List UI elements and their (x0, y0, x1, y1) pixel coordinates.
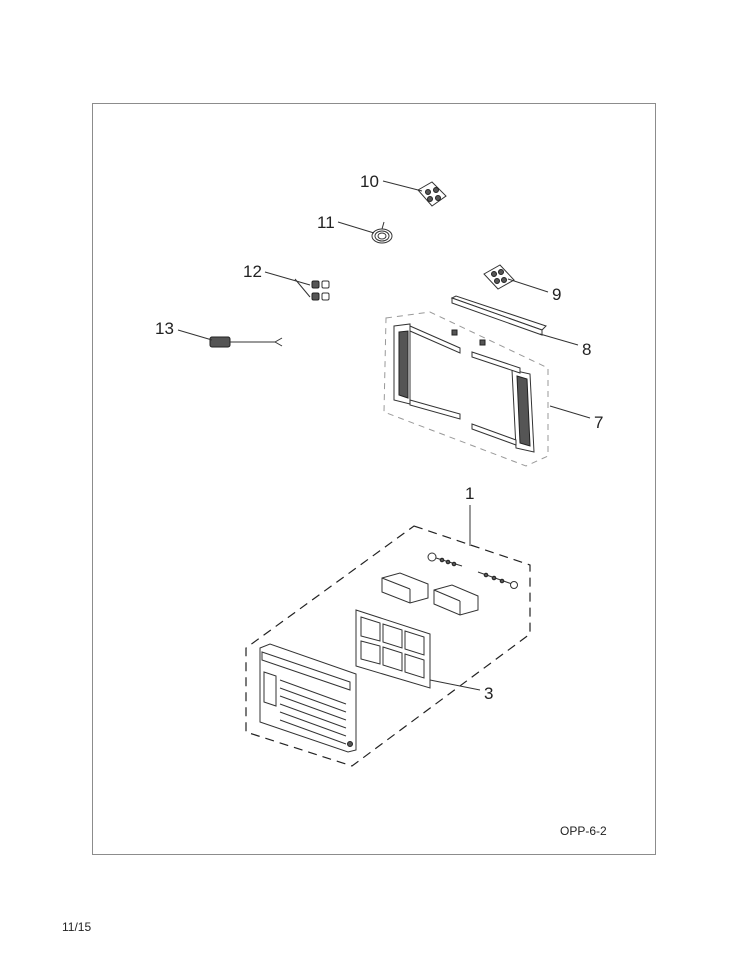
callout-12: 12 (243, 262, 262, 281)
part-13-power-cord (209, 336, 283, 348)
callout-13: 13 (155, 319, 174, 338)
part-12-clips (311, 280, 330, 301)
drawing-code: OPP-6-2 (560, 824, 607, 838)
leader-12b (294, 278, 311, 298)
leader-11 (337, 221, 375, 234)
callout-8: 8 (582, 340, 591, 359)
part-10-bracket (417, 181, 447, 207)
callout-7: 7 (594, 413, 603, 432)
callout-9: 9 (552, 285, 561, 304)
part-3-filter (355, 609, 431, 689)
leader-13 (177, 329, 213, 341)
leader-12a (264, 271, 311, 286)
callout-1: 1 (465, 484, 474, 503)
callout-3: 3 (484, 684, 493, 703)
leader-7 (549, 405, 591, 419)
part-7-window-kit (383, 311, 549, 467)
callout-10: 10 (360, 172, 379, 191)
part-9-bracket (483, 264, 515, 290)
part-1-screws (427, 552, 518, 589)
leader-10 (382, 180, 423, 192)
callout-11: 11 (317, 213, 335, 232)
part-1-kit-outline (245, 525, 531, 767)
leader-3 (429, 679, 481, 691)
part-11-coil (371, 221, 393, 244)
part-1-foam-blocks (381, 572, 479, 616)
diagram-frame (92, 103, 656, 855)
leader-9 (507, 278, 549, 293)
leader-8 (539, 333, 579, 346)
part-8-top-rail (450, 295, 547, 336)
page-number: 11/15 (62, 920, 92, 934)
part-3-front-grille (259, 643, 357, 753)
